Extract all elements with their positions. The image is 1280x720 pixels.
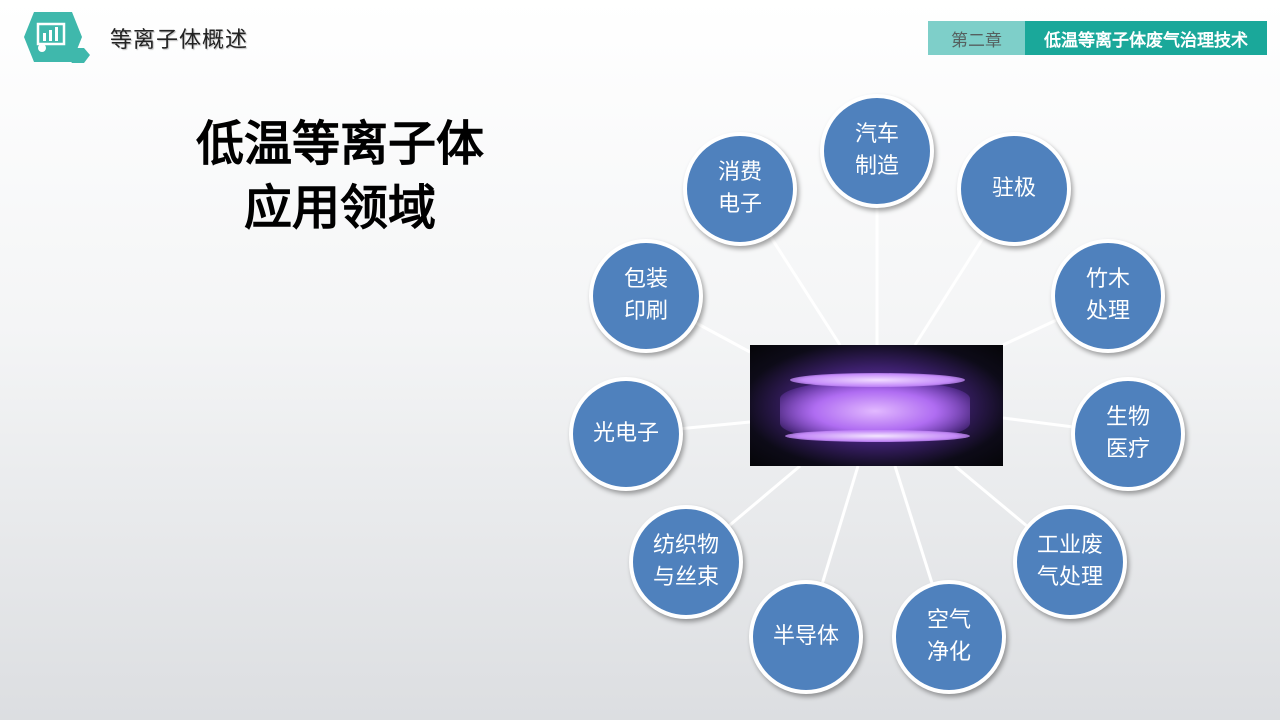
plasma-glow-top bbox=[790, 373, 965, 387]
chapter-bar: 第二章 低温等离子体废气治理技术 bbox=[928, 21, 1267, 55]
application-node-label: 包装印刷 bbox=[623, 267, 668, 324]
application-node-label: 工业废气处理 bbox=[1036, 533, 1103, 590]
chapter-number: 第二章 bbox=[928, 21, 1025, 55]
application-node: 包装印刷 bbox=[589, 239, 703, 353]
application-node: 光电子 bbox=[569, 377, 683, 491]
application-node: 汽车制造 bbox=[820, 94, 934, 208]
application-node-label: 消费电子 bbox=[717, 160, 762, 217]
application-node-label: 光电子 bbox=[592, 421, 659, 446]
slide-title: 低温等离子体 应用领域 bbox=[140, 112, 540, 240]
section-title: 等离子体概述 bbox=[110, 28, 249, 53]
application-node-label: 半导体 bbox=[772, 624, 839, 649]
application-node: 空气净化 bbox=[892, 580, 1006, 694]
application-node: 工业废气处理 bbox=[1013, 505, 1127, 619]
application-node: 半导体 bbox=[749, 580, 863, 694]
application-node: 驻极 bbox=[957, 132, 1071, 246]
application-node-label: 生物医疗 bbox=[1105, 405, 1150, 462]
application-node-label: 驻极 bbox=[991, 176, 1036, 201]
application-node: 消费电子 bbox=[683, 132, 797, 246]
application-node-label: 竹木处理 bbox=[1085, 267, 1130, 324]
application-node-label: 空气净化 bbox=[926, 608, 971, 665]
plasma-discharge-photo bbox=[750, 345, 1003, 466]
slide-title-line-2: 应用领域 bbox=[243, 180, 436, 236]
application-node-label: 纺织物与丝束 bbox=[652, 533, 719, 590]
slide-title-line-1: 低温等离子体 bbox=[195, 116, 484, 172]
chapter-name: 低温等离子体废气治理技术 bbox=[1025, 21, 1267, 55]
presentation-logo-icon bbox=[24, 12, 90, 63]
application-node-label: 汽车制造 bbox=[854, 122, 899, 179]
application-node: 纺织物与丝束 bbox=[629, 505, 743, 619]
application-node: 竹木处理 bbox=[1051, 239, 1165, 353]
plasma-glow-bottom bbox=[785, 430, 970, 442]
application-node: 生物医疗 bbox=[1071, 377, 1185, 491]
